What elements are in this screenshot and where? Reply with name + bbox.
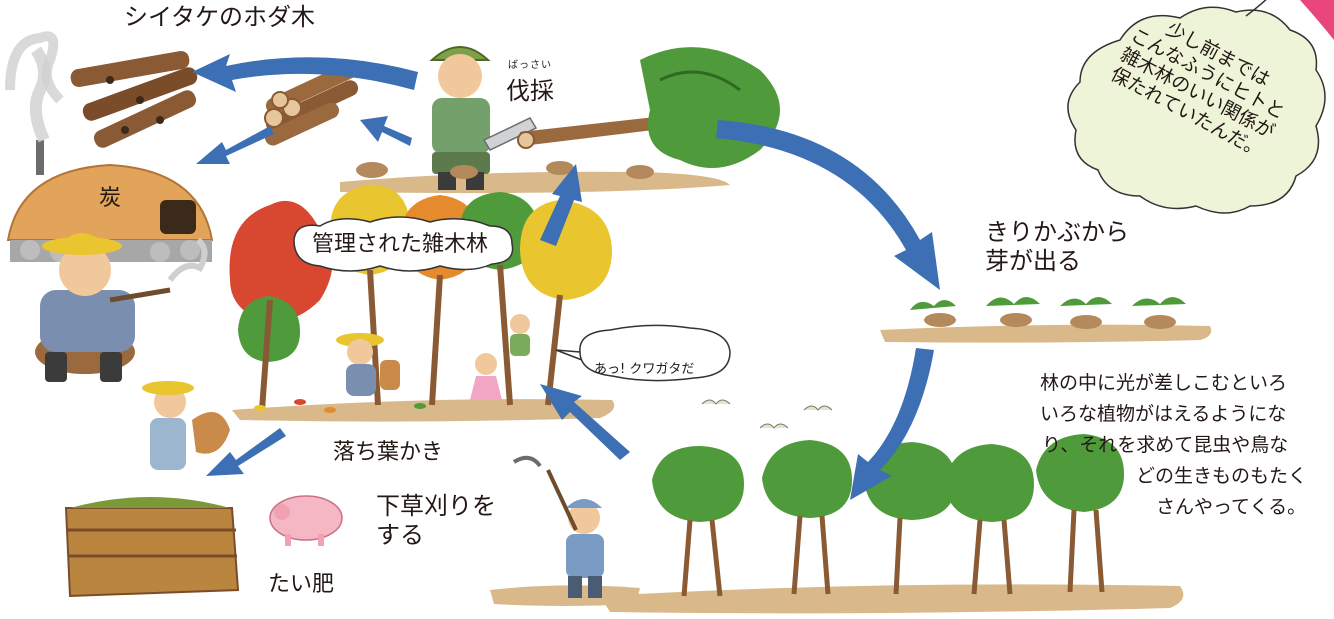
label-sumi: 炭 [99,186,122,211]
label-ochiba: 落ち葉かき [333,440,444,465]
felled-tree [517,47,780,169]
weeding-ground [490,585,640,606]
sprouting-stumps [910,297,1186,329]
regrown-ground [600,584,1184,614]
label-kirikabu-line2: 芽が出る [985,246,1081,275]
arrow-to-kiln [196,126,274,164]
label-kuwagata: あっ! クワガタだ [594,362,695,377]
label-shitakusa-line1: 下草刈りを [376,492,496,520]
shiitake-logs [5,31,198,148]
label-shitakusa-line2: する [376,520,424,549]
corner-badge [1300,0,1334,40]
arrow-forest-to-compost [206,428,286,476]
forest-people [336,314,530,400]
description-line: さんやってくる。 [1156,496,1307,518]
label-kirikabu-line1: きりかぶから [985,218,1129,246]
forest-description: 林の中に光が差しこむといろ いろな植物がはえるようにな り、それを求めて昆虫や鳥… [1040,368,1332,523]
cycle-arrows [192,54,940,500]
arrow-sprout-to-regrown [850,348,934,500]
description-line: どの生きものもたく [1136,465,1308,487]
managed-forest-label-bubble [293,216,514,272]
description-line: いろな植物がはえるようにな [1040,403,1287,425]
pig [269,495,343,546]
arrow-forest-to-felling [540,164,582,246]
label-shiitake: シイタケのホダ木 [124,3,316,31]
description-line: 林の中に光が差しこむといろ [1040,372,1288,394]
description-line: り、それを求めて昆虫や鳥な [1042,434,1289,456]
arrow-regrown-to-forest [540,384,630,460]
label-shitakusa: 下草刈りを する [376,492,496,550]
thought-cloud-tail [1245,0,1267,17]
label-managed-forest: 管理された雑木林 [312,232,489,257]
weeding-person [512,455,604,598]
arrow-to-logpile [360,116,412,146]
label-kirikabu: きりかぶから 芽が出る [985,218,1129,276]
stumps-felling [356,161,654,179]
sprout-ground [880,324,1212,343]
thought-cloud [1067,6,1326,214]
label-bassai-ruby: ばっさい [508,60,552,71]
woodcutter-person [429,46,538,190]
compost-area [64,381,240,598]
charcoal-maker-person [35,233,208,382]
label-bassai: ばっさい 伐採 [506,56,554,106]
felling-ground [340,171,730,194]
forest-ground [232,399,615,422]
birds [701,399,833,429]
arrow-to-shiitake [192,54,418,92]
label-bassai-text: 伐採 [506,77,554,105]
label-taihi: たい肥 [268,572,335,597]
log-pile [264,62,359,146]
arrow-felling-to-sprout [716,120,940,290]
kuwagata-speech-bubble [555,324,731,382]
